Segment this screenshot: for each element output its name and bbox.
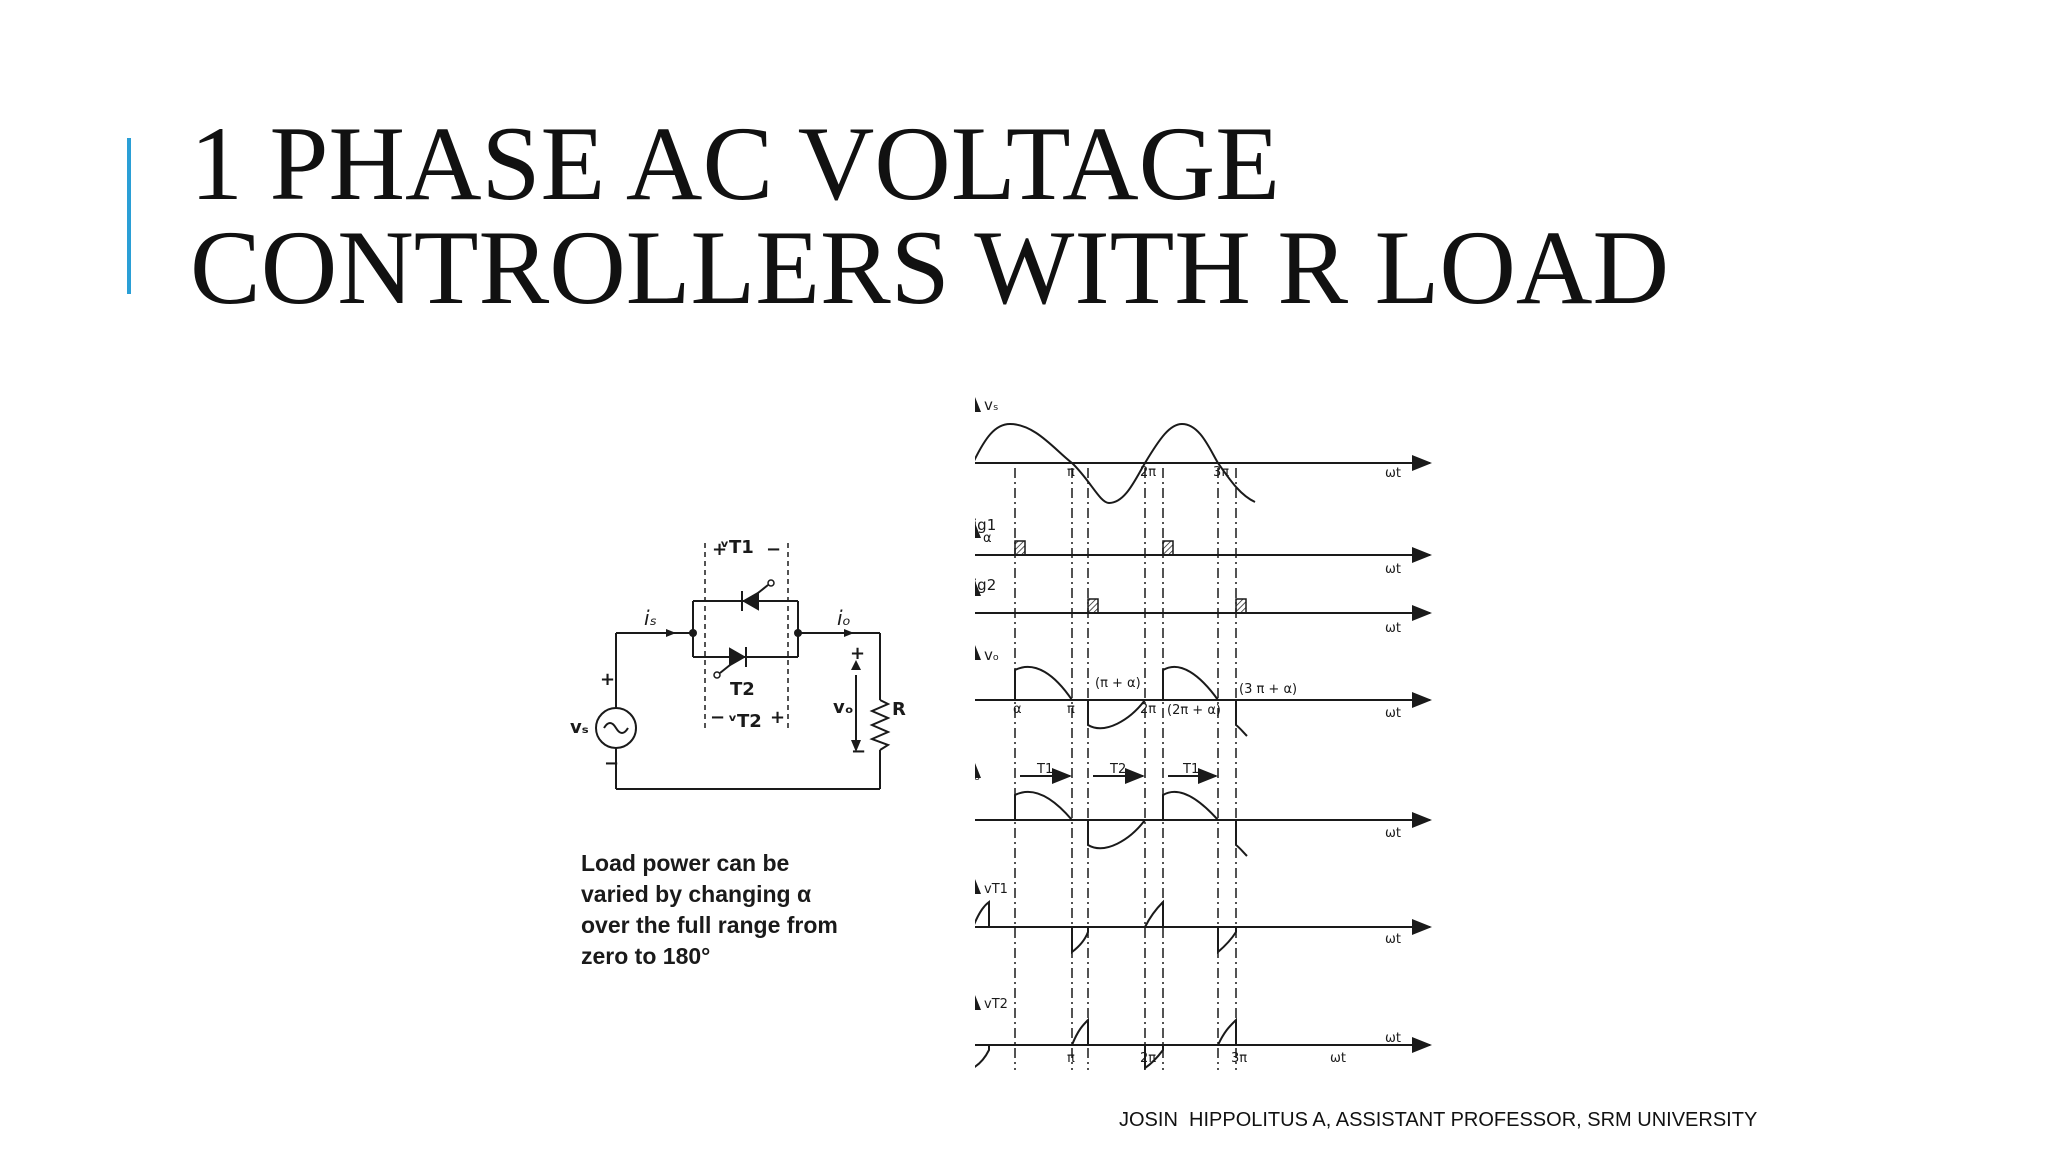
vt1-label: vT1 [984,882,1008,897]
alpha-label-ig1: α [983,531,992,546]
t2-label: T2 [730,679,755,700]
source-minus: − [604,753,619,774]
junction-dot-left [689,629,697,637]
wt-label-vs: ωt [1385,466,1401,481]
thyristor-t2-icon [729,647,747,667]
ac-source-symbol [595,707,637,749]
wt-label-ig2: ωt [1385,621,1401,636]
thyristor-t1-gate-terminal [767,579,775,587]
vt2-minus: − [710,707,725,728]
note-line-2: varied by changing α [581,881,812,907]
two-pi-tick-vo: 2π [1140,702,1156,717]
is-arrow-icon [666,629,676,637]
sine-wave-icon [603,722,629,734]
alpha-tick-vo: α [1013,702,1022,717]
vo-arrow-up-icon [851,660,861,670]
vt2-plus: + [770,707,785,728]
t1-label-2: T1 [1182,762,1199,777]
footer-credit: JOSIN HIPPOLITUS A, ASSISTANT PROFESSOR,… [1119,1109,1758,1131]
ig2-pulse-1 [1087,598,1099,614]
pi-tick-vt2: π [1067,1051,1075,1066]
io-label: iₒ [837,606,851,630]
thyristor-t2-gate [719,664,731,674]
vo-waveform [1014,665,1248,737]
wt-label-vt2-bottom: ωt [1330,1051,1346,1066]
waveform-diagram: vₛ ig1 ig2 vₒ iₒ vT1 vT2 ωt ωt ωt ωt ωt … [975,392,1432,1070]
vo-label: vₒ [833,697,854,718]
vo-label: vₒ [984,646,999,664]
pi-alpha-label: (π + α) [1095,676,1141,691]
junction-dot-right [794,629,802,637]
load-minus: − [851,741,866,762]
source-plus: + [600,669,615,690]
wt-label-io: ωt [1385,826,1401,841]
vo-arrow-down-icon [851,740,861,752]
two-pi-tick-vs: 2π [1140,465,1156,480]
thyristor-t1-gate [757,584,769,594]
two-pi-tick-vt2: 2π [1140,1051,1156,1066]
vt1-label: ᵛT1 [720,537,754,558]
ig1-label: ig1 [975,516,996,534]
wt-label-vt2: ωt [1385,1031,1401,1046]
load-plus: + [850,643,865,664]
vt1-minus: − [766,539,781,560]
slide-title-line-1: 1 PHASE AC VOLTAGE [190,105,1280,222]
vs-label: vₛ [984,396,998,414]
r-label: R [892,699,906,720]
ig1-pulse-2 [1162,540,1174,556]
t1-label: T1 [1036,762,1053,777]
t2-label: T2 [1109,762,1126,777]
load-power-note: Load power can be varied by changing α o… [581,848,911,972]
vs-label: vₛ [570,717,589,738]
note-line-3: over the full range from [581,912,838,938]
pi-tick-vs: π [1067,465,1075,480]
io-label: iₒ [975,766,980,784]
slide-title-line-2: CONTROLLERS WITH R LOAD [190,209,1670,326]
vt1-waveform [975,899,1237,955]
resistor-symbol [869,699,891,751]
thyristor-t1-icon [741,591,759,611]
note-line-4: zero to 180° [581,943,711,969]
two-pi-alpha-label: (2π + α) [1167,703,1221,718]
slide-title: 1 PHASE AC VOLTAGE CONTROLLERS WITH R LO… [190,105,1990,326]
vt2-label: vT2 [984,997,1008,1012]
pi-tick-vo: π [1067,702,1075,717]
vt1-plus: + [712,539,727,560]
vt2-label: ᵛT2 [728,711,762,732]
wt-label-ig1: ωt [1385,562,1401,577]
ac-voltage-controller-circuit: iₛ iₒ vₛ vₒ R + ᵛT1 − T2 − ᵛT2 + + − + − [570,537,906,790]
is-label: iₛ [644,606,657,630]
three-pi-tick-vs: 3π [1213,465,1229,480]
io-arrow-icon [844,629,854,637]
ig2-label: ig2 [975,576,996,594]
ig2-pulse-2 [1235,598,1247,614]
three-pi-tick-vt2: 3π [1231,1051,1247,1066]
io-waveform [1014,790,1248,857]
accent-bar [127,138,131,294]
ig1-pulse-1 [1014,540,1026,556]
note-line-1: Load power can be [581,850,790,876]
thyristor-t2-gate-terminal [713,671,721,679]
vt2-waveform [975,1017,1237,1070]
wt-label-vo: ωt [1385,706,1401,721]
vs-sine-wave [975,422,1256,505]
three-pi-alpha-label: (3 π + α) [1239,682,1297,697]
wt-label-vt1: ωt [1385,932,1401,947]
